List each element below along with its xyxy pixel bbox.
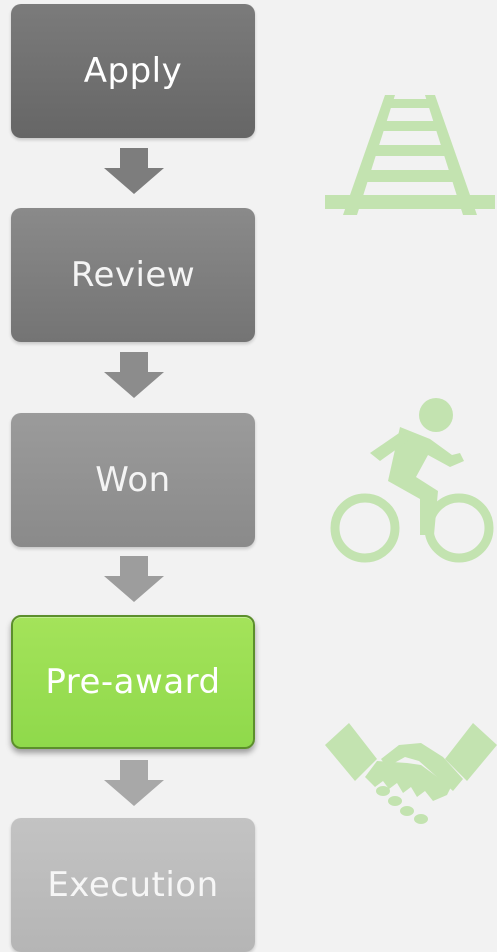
- step-execution: Execution: [11, 818, 255, 952]
- railway-track-icon: [325, 95, 495, 215]
- step-label: Review: [70, 255, 196, 295]
- down-arrow-icon: [104, 148, 164, 194]
- step-label: Won: [95, 460, 171, 500]
- cyclist-icon: [330, 398, 494, 563]
- step-pre-award: Pre-award: [11, 615, 255, 749]
- step-apply: Apply: [11, 4, 255, 138]
- step-label: Apply: [83, 51, 183, 91]
- handshake-icon: [325, 723, 497, 824]
- down-arrow-icon: [104, 352, 164, 398]
- step-label: Execution: [47, 865, 219, 905]
- step-review: Review: [11, 208, 255, 342]
- step-won: Won: [11, 413, 255, 547]
- down-arrow-icon: [104, 760, 164, 806]
- down-arrow-icon: [104, 556, 164, 602]
- step-label: Pre-award: [45, 662, 221, 702]
